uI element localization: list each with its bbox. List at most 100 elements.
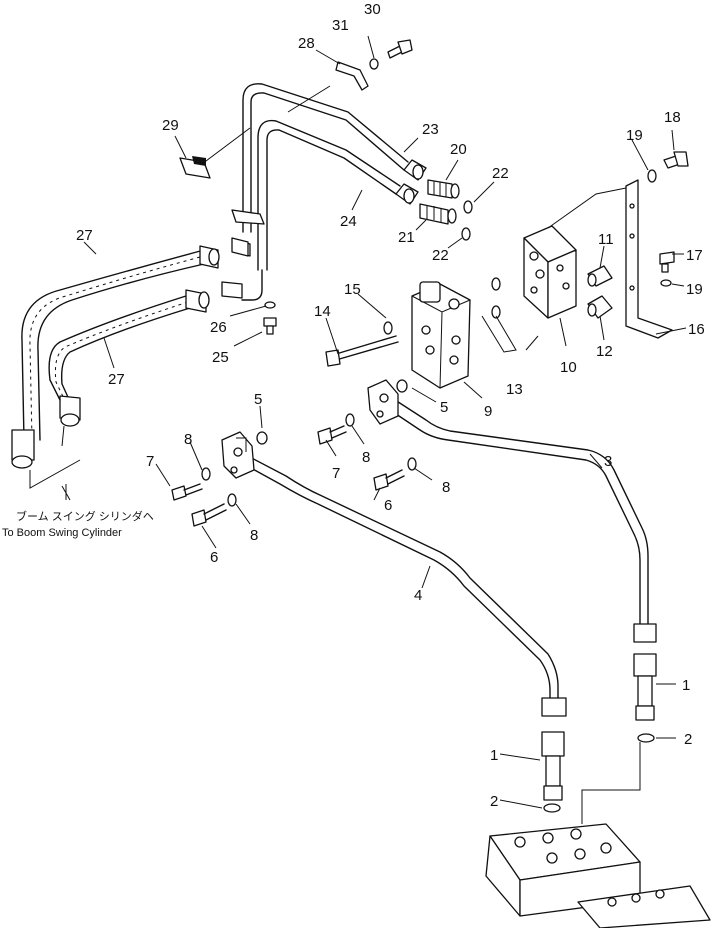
connector-20: [427, 179, 460, 199]
callout-16: 16: [688, 321, 705, 338]
tube-nut-4: [541, 697, 567, 717]
adapter-1-right: [633, 653, 657, 721]
o-ring-5-right: [396, 379, 408, 393]
hose-end-fitting-left: [11, 429, 35, 469]
callout-8-a: 8: [184, 431, 192, 448]
clamp-28: [335, 61, 369, 91]
callout-7-right: 7: [332, 465, 340, 482]
callout-14: 14: [314, 303, 331, 320]
label-plate-29: [179, 156, 211, 179]
tube-24: [241, 119, 401, 301]
bolt-6-left: [191, 503, 227, 527]
callout-23: 23: [422, 121, 439, 138]
adapter-1-left: [541, 731, 565, 801]
o-ring-22-lower: [461, 227, 471, 241]
callout-30: 30: [364, 1, 381, 18]
callout-8-c: 8: [362, 449, 370, 466]
callout-labels: 30 31 28 29 23 20 22 24 21 22 18 19 17 1…: [76, 1, 705, 810]
o-rings-13: [491, 277, 501, 319]
washer-31: [369, 58, 379, 70]
tube-23: [242, 83, 409, 233]
bolt-17: [659, 251, 675, 273]
washer-8-d: [407, 457, 417, 471]
washer-8-a: [201, 467, 211, 481]
bolt-25: [263, 317, 277, 335]
callout-19-upper: 19: [626, 127, 643, 144]
callout-2-right: 2: [684, 731, 692, 748]
callout-6-left: 6: [210, 549, 218, 566]
flange-right: [367, 379, 399, 425]
hose-27-upper: [21, 245, 220, 441]
callout-18: 18: [664, 109, 681, 126]
callout-28: 28: [298, 35, 315, 52]
plug-11: [587, 265, 613, 287]
bolt-18: [663, 151, 689, 169]
callout-22-upper: 22: [492, 165, 509, 182]
callout-9: 9: [484, 403, 492, 420]
manifold-block-10: [523, 225, 577, 319]
callout-27-lower: 27: [108, 371, 125, 388]
bolt-6-right: [373, 469, 405, 491]
callout-5-left: 5: [254, 391, 262, 408]
callout-5-right: 5: [440, 399, 448, 416]
callout-15: 15: [344, 281, 361, 298]
callout-27-upper: 27: [76, 227, 93, 244]
callout-4: 4: [414, 587, 422, 604]
bolt-7-left: [171, 483, 203, 501]
o-ring-2-left: [543, 803, 561, 813]
callout-22-lower: 22: [432, 247, 449, 264]
flange-left: [221, 431, 255, 479]
callout-3: 3: [604, 453, 612, 470]
bracket-16: [625, 179, 673, 339]
tube-nut-23: [403, 159, 427, 181]
callout-20: 20: [450, 141, 467, 158]
callout-6-right: 6: [384, 497, 392, 514]
callout-10: 10: [560, 359, 577, 376]
tube-nut-24: [395, 183, 419, 205]
bolt-30: [387, 39, 413, 59]
o-ring-2-right: [637, 733, 655, 743]
washer-15: [383, 321, 393, 335]
washer-26: [264, 301, 276, 309]
plug-12: [587, 295, 613, 319]
callout-12: 12: [596, 343, 613, 360]
callout-24: 24: [340, 213, 357, 230]
washer-8-b: [227, 493, 237, 507]
connector-21: [419, 203, 457, 225]
leader-lines: [29, 35, 687, 824]
elbow-fitting-lower: [221, 281, 243, 299]
boom-swing-cylinder-note: ブーム スイング シリンダヘ To Boom Swing Cylinder: [2, 509, 154, 539]
callout-13: 13: [506, 381, 523, 398]
callout-1-left: 1: [490, 747, 498, 764]
callout-2-left: 2: [490, 793, 498, 810]
callout-8-d: 8: [442, 479, 450, 496]
callout-26: 26: [210, 319, 227, 336]
control-valve-body: [485, 823, 711, 929]
washer-8-c: [345, 413, 355, 427]
callout-7-left: 7: [146, 453, 154, 470]
washer-19-lower: [660, 279, 672, 287]
note-english: To Boom Swing Cylinder: [2, 527, 122, 539]
tube-nut-3: [633, 623, 657, 643]
callout-11: 11: [598, 231, 614, 248]
callout-19-lower: 19: [686, 281, 703, 298]
callout-17: 17: [686, 247, 703, 264]
callout-21: 21: [398, 229, 415, 246]
callout-25: 25: [212, 349, 229, 366]
tube-4: [239, 453, 559, 701]
bolt-7-right: [317, 425, 347, 445]
valve-9: [411, 281, 471, 389]
elbow-fitting-upper: [231, 237, 249, 257]
tube-3: [383, 397, 649, 627]
washer-19-upper: [647, 169, 657, 183]
note-japanese: ブーム スイング シリンダヘ: [16, 509, 154, 523]
hose-end-fitting-right: [59, 395, 81, 427]
callout-8-b: 8: [250, 527, 258, 544]
callout-1-right: 1: [682, 677, 690, 694]
o-ring-22-upper: [463, 200, 473, 214]
callout-29: 29: [162, 117, 179, 134]
o-ring-5-left: [256, 431, 268, 445]
callout-31: 31: [332, 17, 349, 34]
